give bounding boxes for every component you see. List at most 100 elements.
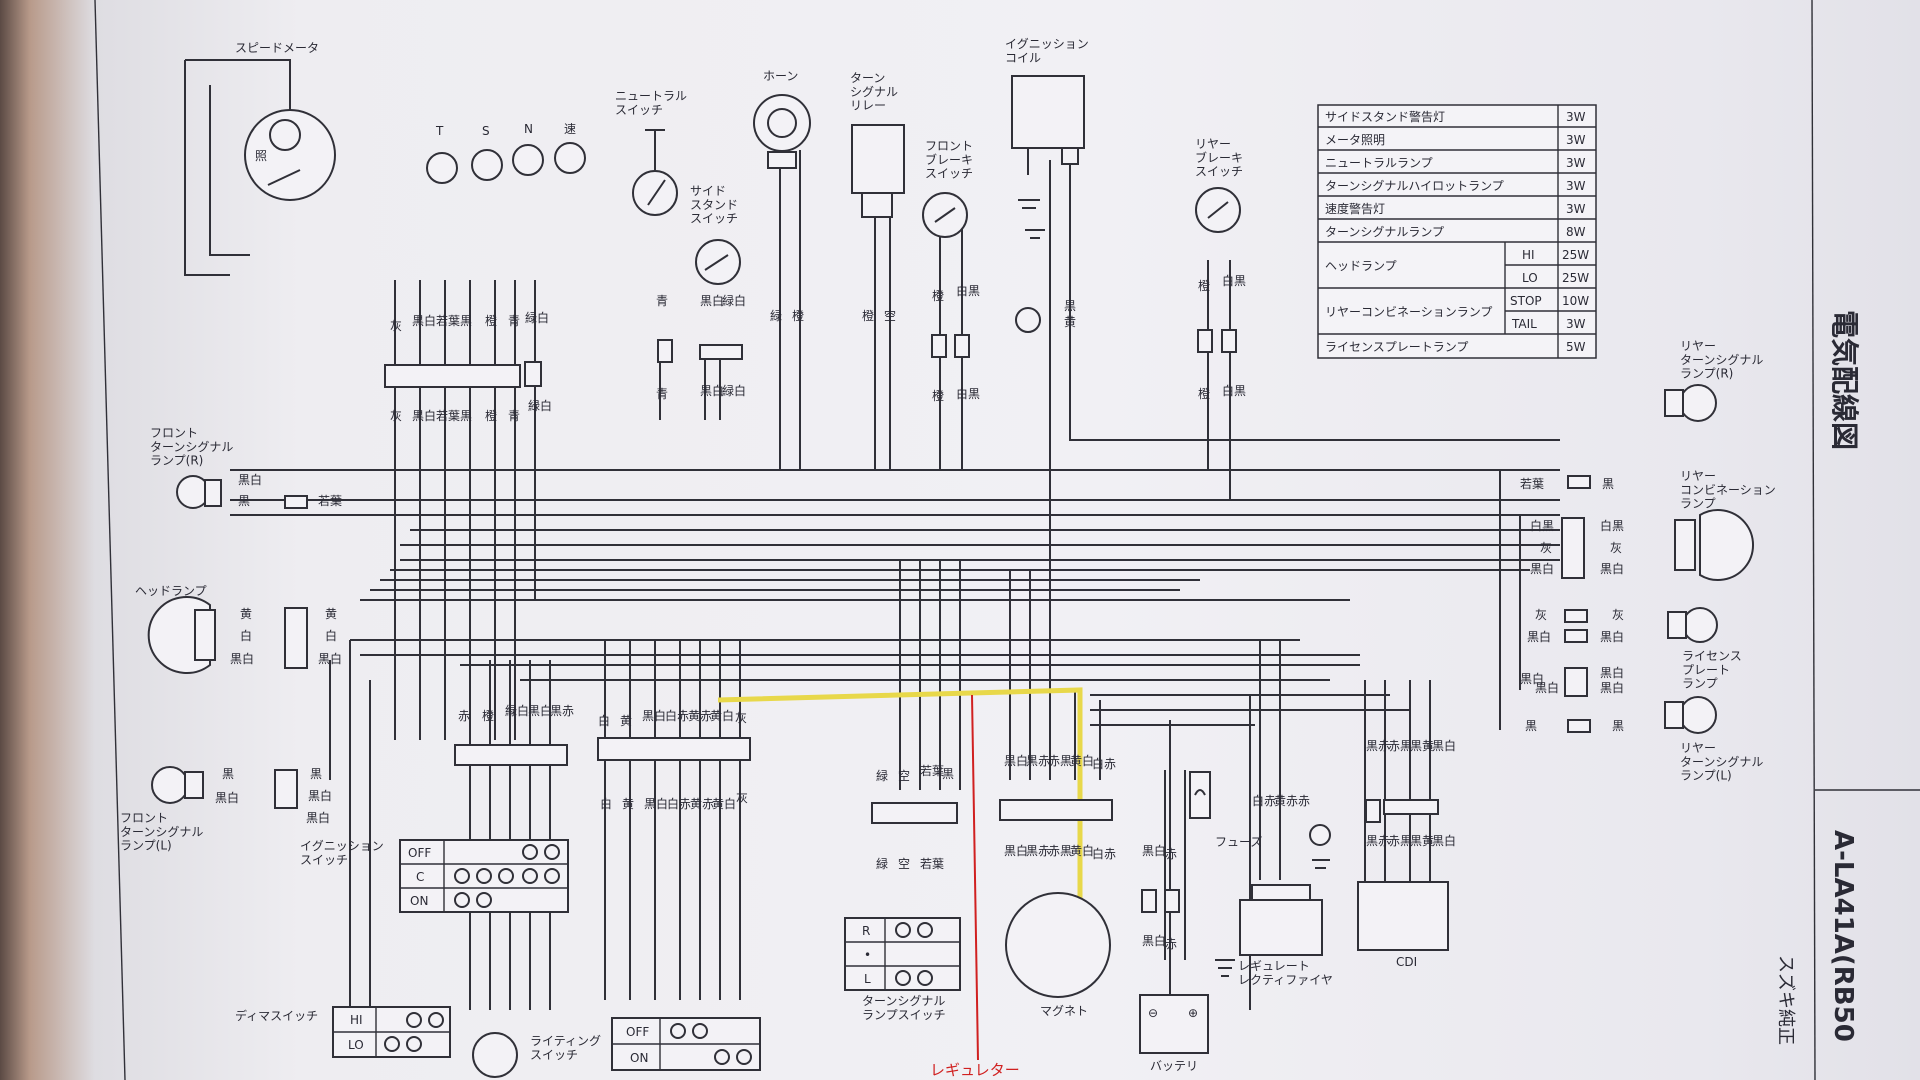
lamp-row-name: サイドスタンド警告灯 (1325, 109, 1445, 124)
page-right-border (1811, 0, 1816, 1080)
lighting-switch-label: ライティングスイッチ (530, 1034, 601, 1062)
wire-label: 灰 (1535, 608, 1547, 622)
page-left-border (94, 0, 126, 1080)
wire-label: 青 (656, 294, 668, 308)
wire-label: 灰 (1612, 608, 1624, 622)
wire-label: 緑白 (722, 383, 746, 398)
wire-label: 黄 (325, 607, 337, 621)
magneto-label: マグネト (1040, 1004, 1088, 1018)
lamp-row-watt: 3W (1566, 179, 1586, 193)
wire-label: 黄白 (1070, 843, 1094, 858)
wire-label: 灰 (390, 319, 402, 333)
front-turn-lamp-l: フロントターンシグナルランプ(L) 黒 黒白 黒 黒白 黒白 (120, 766, 332, 853)
wire-label: 黒白 (412, 408, 436, 423)
meter-label-t: T (435, 124, 444, 138)
wire-label: 黒白 (308, 788, 332, 803)
wire-label: 黒白 (700, 383, 724, 398)
wire-label: 若葉 (318, 494, 342, 508)
wire-label: 黒白 (1600, 680, 1624, 695)
wire-label: 黒白 (230, 651, 254, 666)
lamp-row-name: ターンシグナルランプ (1325, 225, 1444, 239)
wire-label: 灰 (736, 791, 748, 805)
ignition-off-label: OFF (408, 846, 431, 860)
wire-label: 白赤 (665, 708, 689, 723)
horn-wire-labels: 緑 橙 (770, 308, 804, 323)
lamp-row-name: リヤーコンビネーションランプ (1325, 305, 1492, 319)
wire-label: 灰 (1610, 541, 1622, 555)
wire-label: 黄白 (710, 708, 734, 723)
wire-label: 黒白 (1520, 671, 1544, 686)
lamp-row-watt: 3W (1566, 110, 1586, 124)
wire-label: 黒白 (1142, 843, 1166, 858)
wire-label: 黒白 (700, 293, 724, 308)
rear-turn-lamp-l: リヤーターンシグナルランプ(L) 黒白 黒白 黒白 黒白 黒 黒 (1520, 665, 1763, 783)
ignition-on-label: ON (410, 894, 428, 908)
wire-label: 若葉 (436, 409, 460, 423)
wire-label: 黒 (238, 494, 250, 508)
wire-label: 黒白 (1527, 629, 1551, 644)
turn-neutral-label: • (864, 948, 871, 962)
lamp-row-mode: TAIL (1511, 317, 1537, 331)
wire-label: 赤黒 (1048, 754, 1072, 768)
main-connector: 白 黄 黒白 白赤 黄赤 黄白 灰 白 黄 黒白 白赤 黄赤 黄白 灰 (597, 708, 751, 811)
headlamp: ヘッドランプ 黄 白 黒白 黄 白 黒白 (135, 584, 342, 674)
turn-signal-switch-label: ターンシグナルランプスイッチ (862, 994, 946, 1022)
lamp-row-watt: 25W (1562, 271, 1589, 285)
front-brake-switch-label: フロントブレーキスイッチ (925, 139, 973, 181)
wire-label: 灰 (390, 409, 402, 423)
wire-label: 青 (508, 314, 520, 328)
rear-turn-lamp-r: リヤーターンシグナルランプ(R) 若葉 黒 (1520, 339, 1763, 491)
handwritten-regulator-note: レギュレター (930, 1061, 1020, 1079)
diagram-title: 電気配線図 (1828, 310, 1861, 450)
wire-label: 赤黒 (1388, 834, 1412, 848)
wire-label: 白黒 (956, 386, 980, 401)
ignition-coil-label: イグニッションコイル (1005, 37, 1089, 65)
wire-label: 黒 (1525, 719, 1537, 733)
wire-label: 灰 (735, 711, 747, 725)
wire-label: 白 (598, 713, 610, 728)
wire-label: 黒白 (306, 810, 330, 825)
front-turn-lamp-r: フロントターンシグナルランプ(R) 黒白 黒 若葉 (150, 426, 342, 509)
wire-label: 緑白 (528, 398, 552, 413)
wire-label: 黒白 (642, 708, 666, 723)
wire-label: 黄白 (1070, 753, 1094, 768)
wire-label: 橙 (792, 308, 804, 323)
wire-label: 橙 (862, 308, 874, 323)
wire-label: 黒黄 (1410, 739, 1434, 753)
rear-turn-l-label: リヤーターンシグナルランプ(L) (1680, 741, 1763, 783)
wire-label: 白黒 (1222, 383, 1246, 398)
wire-label: 黒 (1064, 299, 1076, 313)
lamp-row-mode: HI (1522, 248, 1535, 262)
wire-label: 黒白 (318, 651, 342, 666)
wire-label: 緑 (876, 768, 888, 783)
magneto: マグネト 黒白 黒赤 赤黒 黄白 白赤 黒白 黒赤 赤黒 黄白 白赤 (999, 753, 1116, 1018)
wire-label: 赤黒 (1388, 739, 1412, 753)
wire-label: 緑 (770, 308, 782, 323)
meter-label-speed: 速 (564, 122, 576, 136)
wire-label: 黒赤 (1026, 754, 1050, 768)
horn: ホーン (753, 69, 811, 169)
wire-label: 橙 (485, 313, 497, 328)
fuse-label: フューズ (1215, 834, 1262, 849)
wire-label: 空 (884, 309, 896, 323)
wire-label: 黄白 (712, 796, 736, 811)
wire-label: 赤 (1298, 794, 1310, 808)
turn-signal-switch: 緑 空 若葉 黒 緑 空 若葉 R • L ターンシグナルランプスイッチ (844, 764, 961, 1022)
wire-label: 若葉 (920, 764, 944, 778)
wire-label: 黒白 (412, 313, 436, 328)
wire-label: 黒 (1612, 719, 1624, 733)
highlighted-wire (717, 687, 1083, 905)
lamp-row-mode: LO (1522, 271, 1538, 285)
lamp-row-watt: 8W (1566, 225, 1586, 239)
wire-label: 黒赤 (1026, 844, 1050, 858)
lamp-row-name: ヘッドランプ (1325, 259, 1397, 273)
model-number: A-LA41A(RB50 (1828, 830, 1858, 1042)
wire-label: 黒白 (238, 472, 262, 487)
lamp-row-watt: 3W (1566, 156, 1586, 170)
wire-label: 橙 (1198, 386, 1210, 401)
rear-brake-switch: リヤーブレーキスイッチ (1195, 137, 1243, 353)
license-plate-lamp: ライセンスプレートランプ 灰 黒白 灰 黒白 (1527, 607, 1742, 691)
wire-label: 黒白 (1600, 561, 1624, 576)
wire-label: 緑白 (525, 310, 549, 325)
